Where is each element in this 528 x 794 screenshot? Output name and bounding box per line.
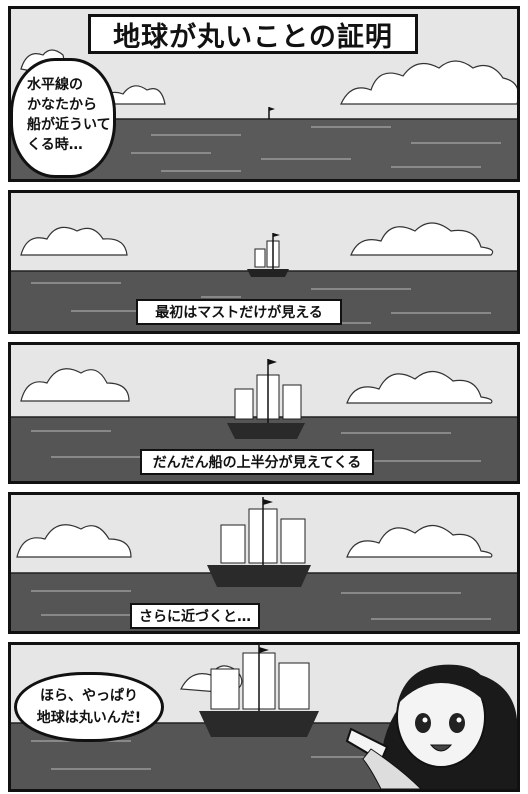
bubble-line: くる時… — [27, 137, 83, 153]
panel-4-scene — [11, 495, 517, 631]
ship-medium — [227, 359, 305, 439]
ship-small — [247, 233, 289, 277]
bubble-line: 水平線の — [27, 77, 83, 93]
bubble-line: 船が近ういて — [27, 117, 111, 133]
bubble-line: 地球は丸いんだ! — [36, 710, 142, 726]
panel-5 — [8, 642, 520, 792]
bubble-line: ほら、やっぱり — [40, 688, 138, 704]
panel-5-scene — [11, 645, 517, 789]
page-title: 地球が丸いことの証明 — [88, 14, 418, 54]
caption-upper-half: だんだん船の上半分が見えてくる — [140, 449, 374, 475]
panel-4 — [8, 492, 520, 634]
girl-character — [345, 664, 517, 789]
ship-near — [199, 645, 319, 737]
bubble-line: かなたから — [27, 97, 97, 113]
caption-masts: 最初はマストだけが見える — [136, 299, 342, 325]
speech-bubble-round-earth: ほら、やっぱり 地球は丸いんだ! — [14, 672, 164, 742]
speech-bubble-horizon: 水平線の かなたから 船が近ういて くる時… — [10, 58, 116, 178]
ship-large — [207, 497, 311, 587]
caption-closer: さらに近づくと… — [130, 603, 260, 629]
